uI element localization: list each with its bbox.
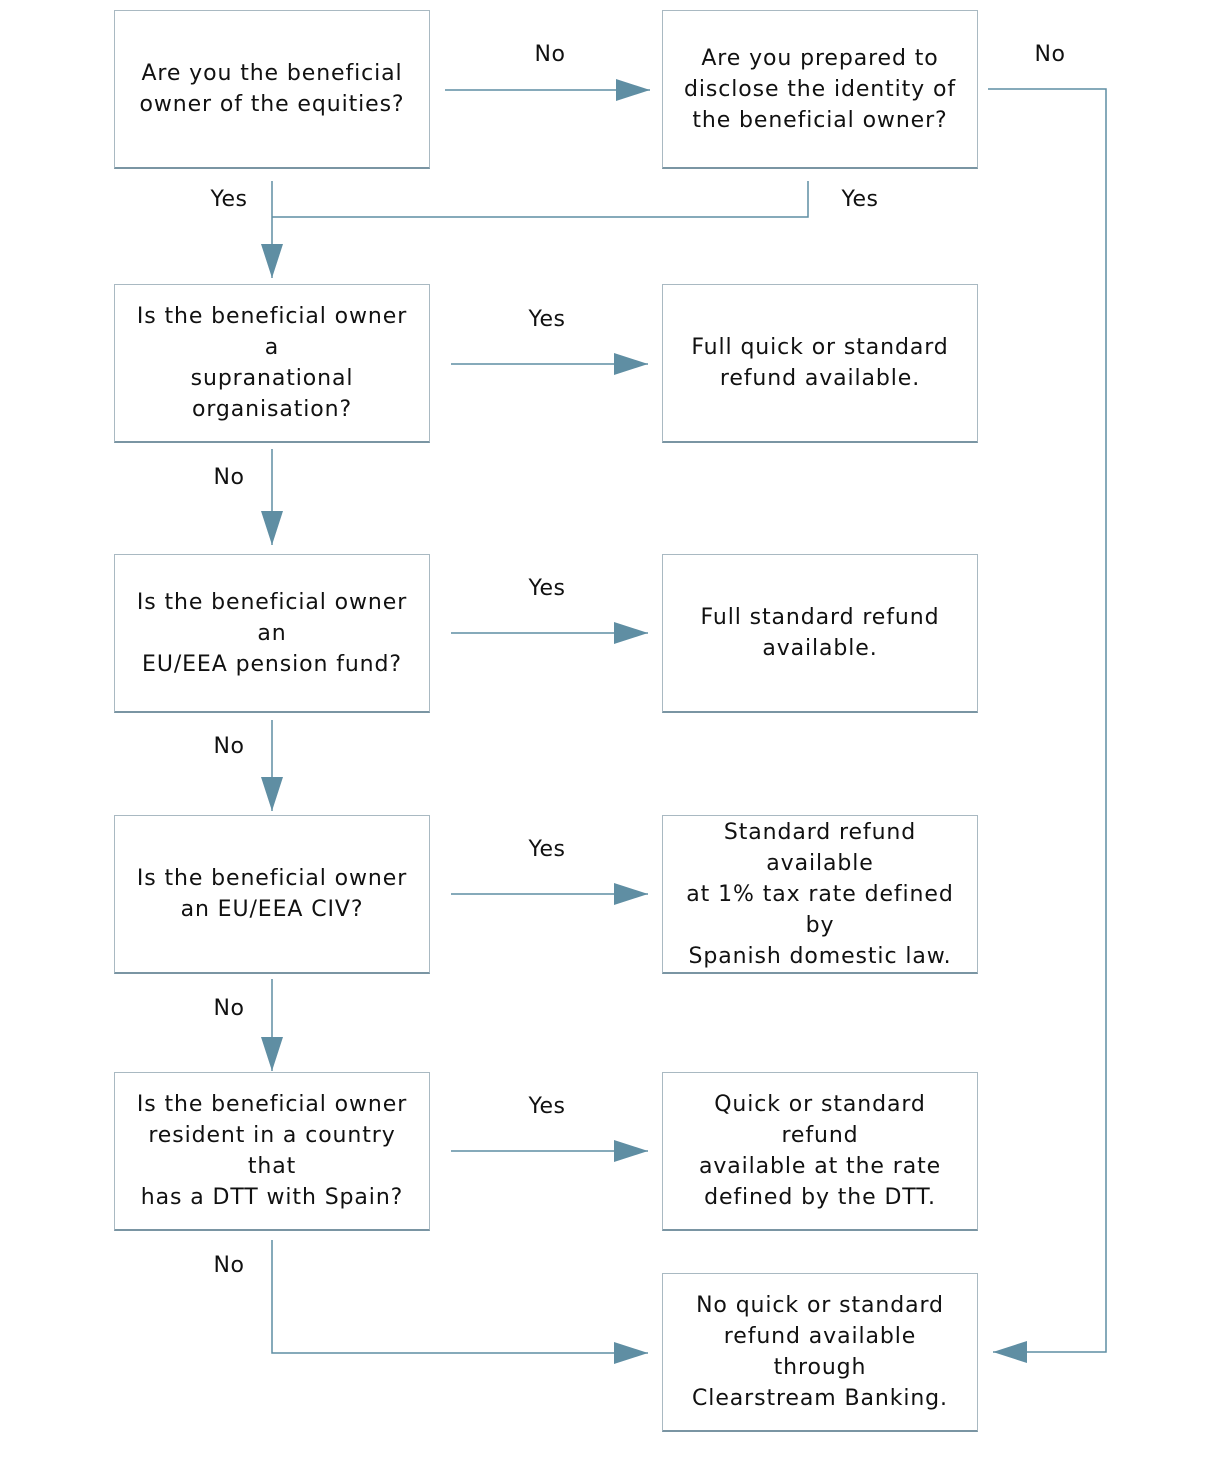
edge-label-q4-o2: Yes bbox=[528, 576, 566, 601]
edge-label-q1-q2: No bbox=[534, 42, 566, 67]
outcome-text: No quick or standard refund available th… bbox=[692, 1293, 948, 1411]
outcome-text: Full standard refund available. bbox=[700, 605, 940, 661]
edge-q6-o5 bbox=[271, 1240, 648, 1364]
question-box-q6: Is the beneficial owner resident in a co… bbox=[114, 1072, 430, 1231]
edge-label-q1-q3: Yes bbox=[210, 187, 248, 212]
edge-label-q5-q6: No bbox=[213, 996, 245, 1021]
question-box-q3: Is the beneficial owner a supranational … bbox=[114, 284, 430, 443]
outcome-text: Standard refund available at 1% tax rate… bbox=[686, 819, 954, 969]
edge-label-q2-q3: Yes bbox=[841, 187, 879, 212]
outcome-box-o5: No quick or standard refund available th… bbox=[662, 1273, 978, 1432]
question-text: Is the beneficial owner an EU/EEA pensio… bbox=[136, 589, 408, 677]
question-box-q5: Is the beneficial owner an EU/EEA CIV? bbox=[114, 815, 430, 974]
outcome-box-o3: Standard refund available at 1% tax rate… bbox=[662, 815, 978, 974]
question-box-q2: Are you prepared to disclose the identit… bbox=[662, 10, 978, 169]
outcome-text: Quick or standard refund available at th… bbox=[698, 1092, 942, 1210]
question-text: Is the beneficial owner an EU/EEA CIV? bbox=[136, 866, 408, 922]
edge-label-q3-o1: Yes bbox=[528, 307, 566, 332]
edge-label-q6-o4: Yes bbox=[528, 1094, 566, 1119]
outcome-box-o2: Full standard refund available. bbox=[662, 554, 978, 713]
question-text: Are you prepared to disclose the identit… bbox=[683, 45, 957, 133]
edge-label-q6-o5: No bbox=[213, 1253, 245, 1278]
edge-label-q4-q5: No bbox=[213, 734, 245, 759]
outcome-box-o4: Quick or standard refund available at th… bbox=[662, 1072, 978, 1231]
edge-label-q2-o5: No bbox=[1034, 42, 1066, 67]
edge-label-q5-o3: Yes bbox=[528, 837, 566, 862]
edge-q2-o5 bbox=[988, 88, 1107, 1363]
question-box-q4: Is the beneficial owner an EU/EEA pensio… bbox=[114, 554, 430, 713]
outcome-text: Full quick or standard refund available. bbox=[691, 335, 949, 391]
question-text: Is the beneficial owner resident in a co… bbox=[136, 1092, 408, 1210]
outcome-box-o1: Full quick or standard refund available. bbox=[662, 284, 978, 443]
edge-q2-q3 bbox=[272, 181, 809, 218]
edge-label-q3-q4: No bbox=[213, 465, 245, 490]
question-box-q1: Are you the beneficial owner of the equi… bbox=[114, 10, 430, 169]
question-text: Is the beneficial owner a supranational … bbox=[136, 304, 408, 422]
question-text: Are you the beneficial owner of the equi… bbox=[139, 61, 405, 117]
